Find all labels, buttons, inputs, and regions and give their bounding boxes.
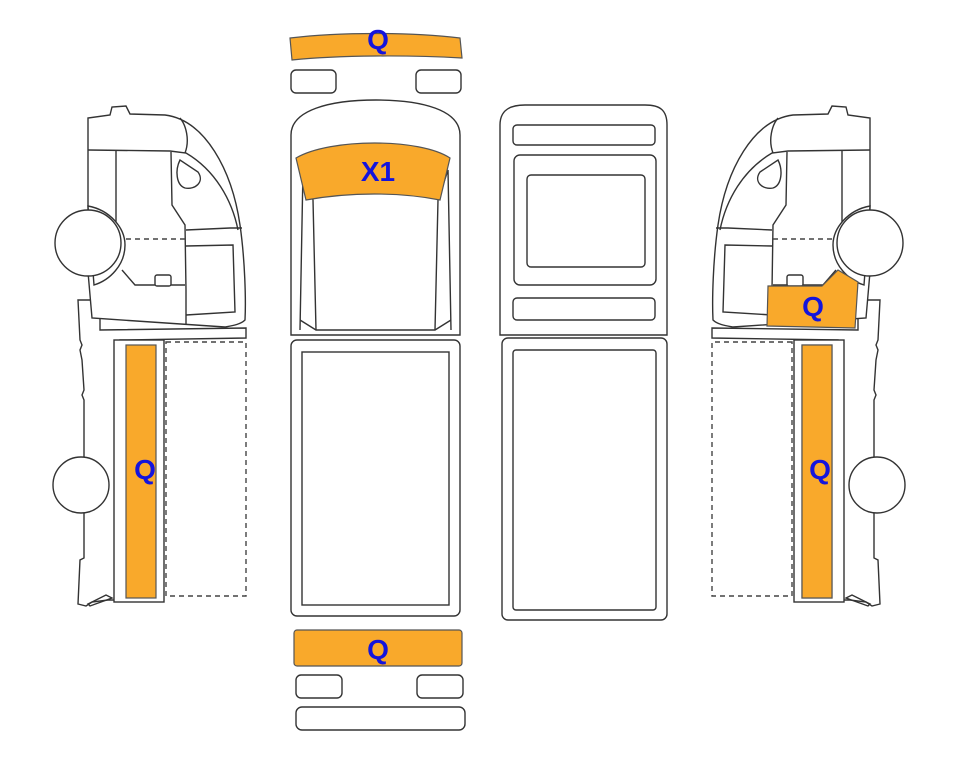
right-body-label: Q: [809, 454, 831, 485]
front-bumper-damage-zone[interactable]: [289, 32, 463, 61]
left-body-label: Q: [134, 454, 156, 485]
top-view: [289, 32, 466, 731]
left-side-view: [52, 105, 247, 607]
roof-view: [499, 104, 668, 621]
right-cab-damage-zone[interactable]: [766, 269, 859, 329]
rear-bumper-damage-zone[interactable]: [293, 629, 463, 667]
front-wheel: [54, 209, 122, 277]
right-body-damage-zone[interactable]: [801, 344, 833, 599]
front-bumper-label: Q: [367, 24, 389, 55]
windshield-label: X1: [360, 156, 396, 187]
rear-wheel: [52, 456, 110, 514]
right-cab-label: Q: [802, 291, 824, 322]
rear-bumper-label: Q: [367, 634, 389, 665]
left-body-damage-zone[interactable]: [125, 344, 157, 599]
windshield-damage-zone[interactable]: [295, 142, 451, 201]
